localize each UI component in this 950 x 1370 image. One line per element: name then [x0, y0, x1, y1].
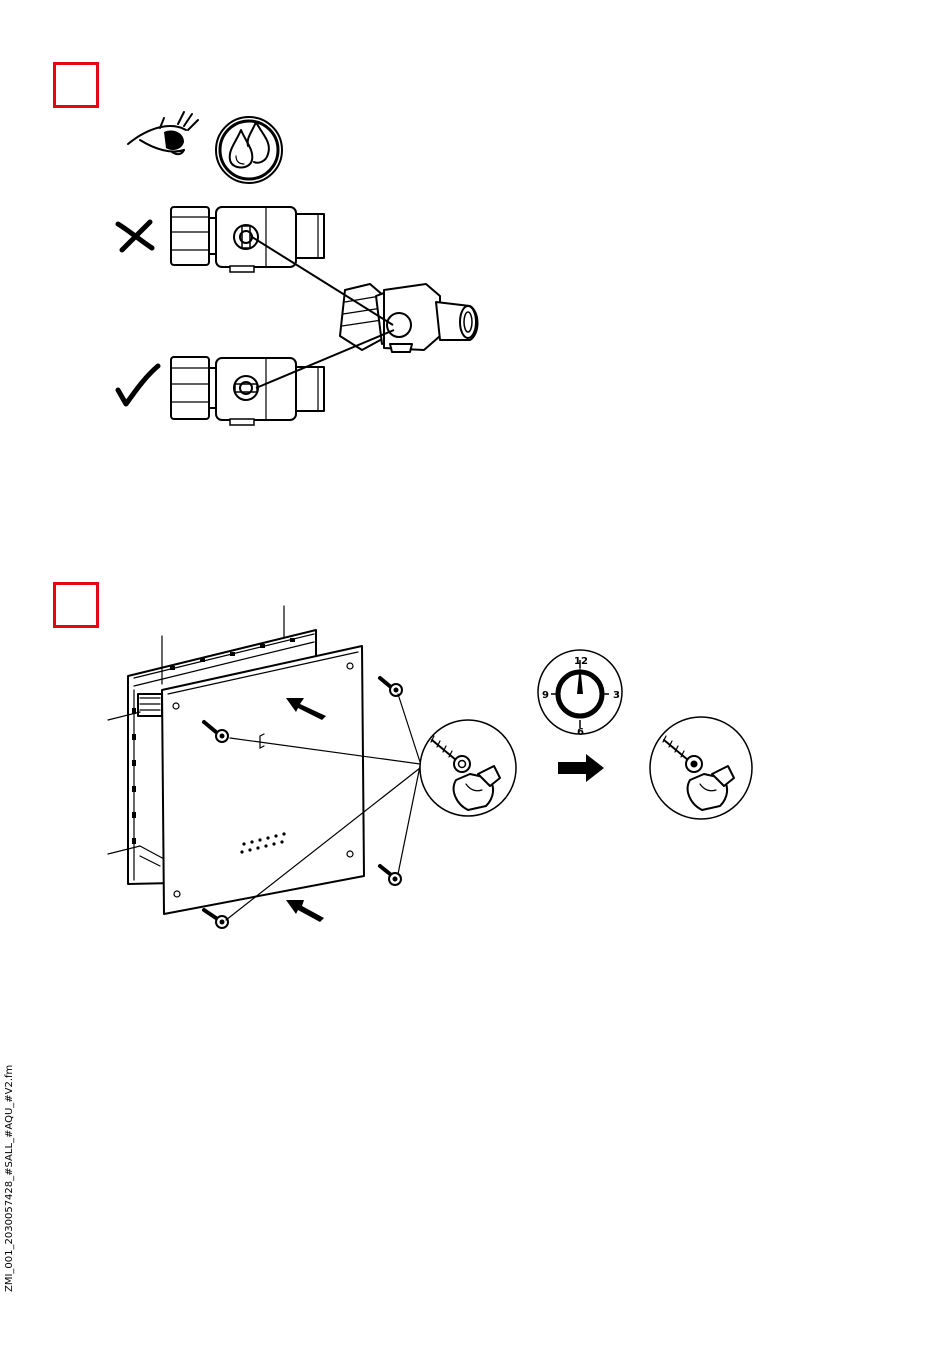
clock-label-3: 3	[613, 690, 620, 701]
hand-tightening-icon	[650, 717, 752, 819]
screw-icon	[204, 910, 228, 928]
valve-correct-position	[171, 357, 324, 425]
hand-tightening-icon	[420, 720, 516, 816]
clock-label-6: 6	[577, 727, 584, 738]
right-arrow-icon	[558, 754, 604, 782]
cover-plate	[162, 646, 364, 914]
step-2-illustration: 12 3 6 9	[0, 590, 950, 1010]
leak-check-drops-icon	[216, 117, 282, 183]
inspect-eye-icon	[128, 112, 198, 154]
wrong-cross-icon	[118, 222, 152, 250]
screw-icon	[380, 678, 402, 696]
correct-check-icon	[118, 366, 158, 404]
tightening-clock-dial: 12 3 6 9	[538, 650, 622, 738]
valve-incorrect-position	[171, 207, 324, 272]
step-1-illustration	[0, 0, 950, 460]
clock-label-12: 12	[574, 656, 588, 667]
valve-detail-view	[340, 284, 478, 352]
document-id: ZMI_001_2030057428_#SALL_#AQU_#V2.fm	[4, 1032, 15, 1292]
push-arrow-icon	[286, 900, 324, 922]
clock-label-9: 9	[542, 690, 549, 701]
screw-icon	[380, 866, 401, 885]
